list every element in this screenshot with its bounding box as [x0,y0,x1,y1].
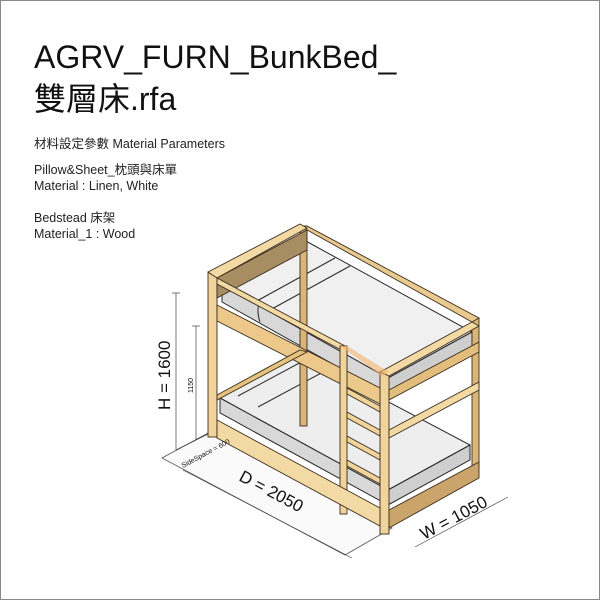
param-group-pillow-sheet: Pillow&Sheet_枕頭與床單 Material : Linen, Whi… [34,162,225,194]
param-group-bedstead: Bedstead 床架 Material_1 : Wood [34,210,225,242]
param-value: Material_1 : Wood [34,227,136,241]
parameters-heading: 材料設定參數 Material Parameters [34,137,226,151]
height-dimension: H = 1600 [155,341,174,410]
param-name: Pillow&Sheet_枕頭與床單 [34,163,178,177]
ladder-highlight [340,346,389,376]
bed-frame [207,223,480,535]
family-title: AGRV_FURN_BunkBed_ 雙層床.rfa [34,36,396,120]
dimension-lines [172,292,509,559]
param-value: Material : Linen, White [34,179,159,193]
lower-height-dimension: 1150 [188,378,195,393]
param-name: Bedstead 床架 [34,211,116,225]
title-line-2: 雙層床.rfa [34,81,177,117]
material-parameters: 材料設定參數 Material Parameters Pillow&Sheet_… [34,136,225,258]
title-line-1: AGRV_FURN_BunkBed_ [34,39,397,75]
